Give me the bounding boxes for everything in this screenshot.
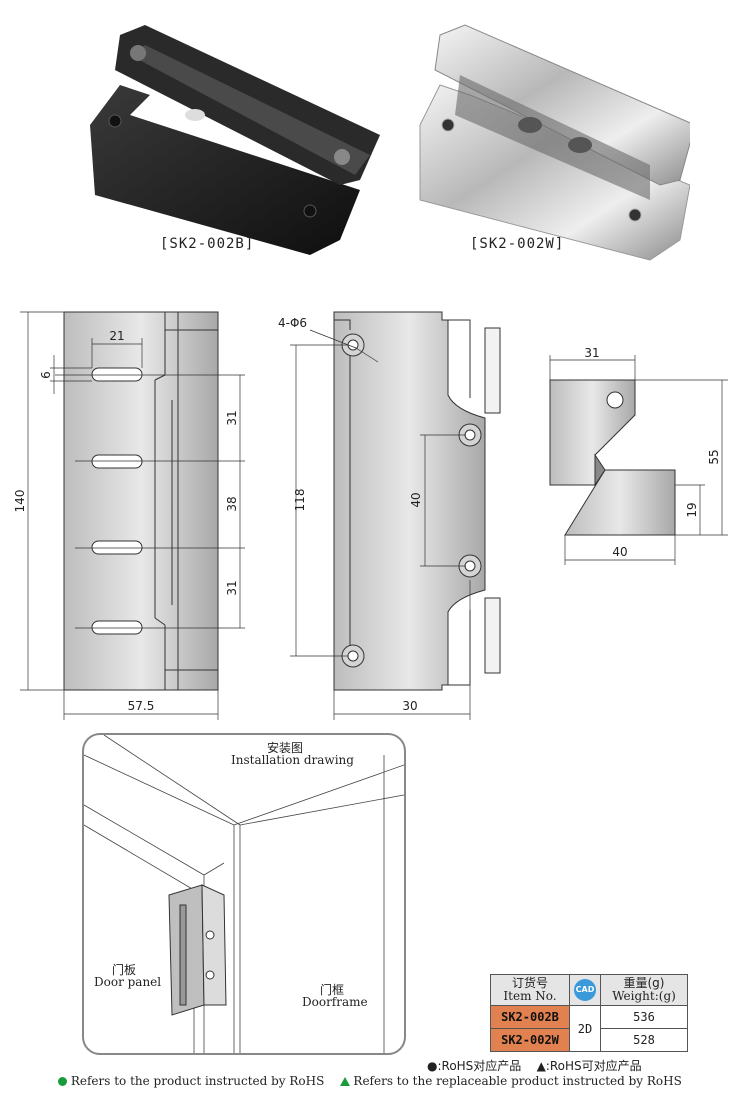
door-frame-label-en: Doorframe <box>302 995 368 1009</box>
rohs-legend-en: Refers to the product instructed by RoHS… <box>58 1074 682 1088</box>
dim-slot-height: 6 <box>39 371 53 379</box>
side-view-drawing: 31 55 19 40 <box>549 346 728 565</box>
installation-title-cn: 安装图 <box>267 741 304 755</box>
header-weight-en: Weight:(g) <box>612 989 676 1003</box>
rohs-cn-full: ●:RoHS对应产品 <box>427 1059 522 1073</box>
door-panel-label-en: Door panel <box>94 975 162 989</box>
spec-item: SK2-002B <box>490 1005 570 1029</box>
spec-cad-type: 2D <box>569 1005 601 1052</box>
door-panel-label-cn: 门板 <box>112 963 137 977</box>
header-item-cn: 订货号 <box>511 976 548 990</box>
spec-row: SK2-002W 528 <box>490 1028 688 1052</box>
product-photos <box>90 24 690 261</box>
header-item-en: Item No. <box>503 989 557 1003</box>
dim-hole-spacing-outer: 118 <box>293 489 307 512</box>
rohs-en-full: Refers to the product instructed by RoHS <box>70 1074 325 1088</box>
header-item-no: 订货号 Item No. <box>490 974 570 1006</box>
spec-row: SK2-002B 2D 536 <box>490 1005 688 1052</box>
dim-spacing-1: 31 <box>225 410 239 425</box>
spec-table: 订货号 Item No. CAD 重量(g) Weight:(g) SK2-00… <box>490 974 688 1052</box>
cad-icon: CAD <box>574 979 596 1001</box>
header-weight-cn: 重量(g) <box>623 976 665 990</box>
dim-base-width: 40 <box>612 545 627 559</box>
header-cad: CAD <box>569 974 601 1006</box>
installation-panel: 安装图 Installation drawing 门板 Door panel 门… <box>82 733 406 1055</box>
product-photo-black <box>90 25 380 255</box>
door-frame-label-cn: 门框 <box>320 983 345 997</box>
rohs-cn-replaceable: ▲:RoHS可对应产品 <box>536 1059 642 1073</box>
rohs-legend-cn: ●:RoHS对应产品 ▲:RoHS可对应产品 <box>427 1057 642 1074</box>
dim-spacing-3: 31 <box>225 580 239 595</box>
installation-illustration <box>84 735 404 1053</box>
dim-notch-height: 19 <box>685 502 699 517</box>
product-caption-chrome: [SK2-002W] <box>470 236 565 252</box>
rohs-dot-icon <box>58 1077 67 1086</box>
dim-hole-offset: 30 <box>402 699 417 713</box>
spec-header-row: 订货号 Item No. CAD 重量(g) Weight:(g) <box>490 974 688 1006</box>
rohs-en-replaceable: Refers to the replaceable product instru… <box>353 1074 682 1088</box>
spec-item: SK2-002W <box>490 1028 570 1052</box>
dim-side-height: 55 <box>707 449 721 464</box>
product-caption-black: [SK2-002B] <box>160 236 255 252</box>
dim-overall-width: 57.5 <box>128 699 155 713</box>
spec-weight: 536 <box>600 1005 688 1029</box>
installed-hinge <box>168 884 227 1016</box>
product-photo-chrome <box>419 24 690 261</box>
back-view-drawing: 4-Φ6 118 40 30 <box>278 311 501 720</box>
slot-holes <box>91 367 143 635</box>
dim-top-width: 31 <box>584 346 599 360</box>
spec-weight: 528 <box>600 1028 688 1052</box>
installation-title-en: Installation drawing <box>231 753 354 767</box>
rohs-triangle-icon <box>339 1077 350 1086</box>
dim-holes-label: 4-Φ6 <box>278 316 307 330</box>
dim-overall-height: 140 <box>13 490 27 513</box>
dim-hole-spacing-inner: 40 <box>409 492 423 507</box>
front-view-drawing: 21 6 140 31 38 31 57.5 <box>13 311 245 720</box>
dim-slot-width: 21 <box>109 329 124 343</box>
header-weight: 重量(g) Weight:(g) <box>600 974 688 1006</box>
dim-spacing-2: 38 <box>225 496 239 511</box>
